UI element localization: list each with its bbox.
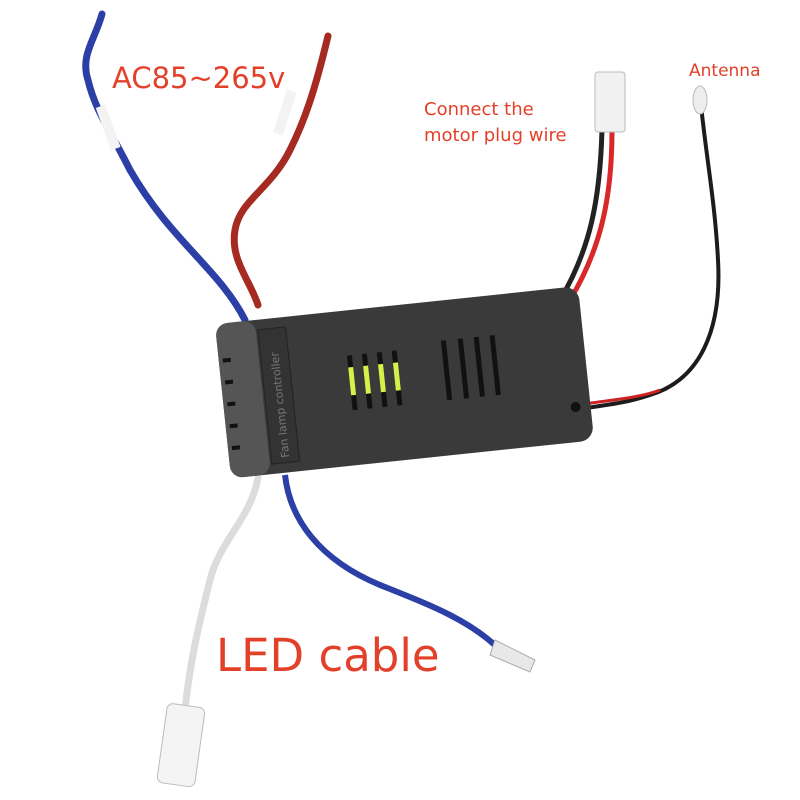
motor-plug-label: Connect the motor plug wire — [424, 97, 567, 149]
controller-body: Fan lamp controller — [216, 287, 593, 478]
blue-led-wire — [282, 474, 503, 653]
motor-black-wire — [557, 129, 605, 302]
blue-wire-sleeve — [95, 104, 121, 151]
blue-power-wire — [82, 10, 249, 324]
red-power-wire — [230, 32, 332, 309]
red-wire-sleeve — [273, 89, 297, 136]
power-input-label: AC85~265v — [112, 61, 286, 95]
motor-label-line1: Connect the — [424, 99, 534, 120]
antenna-label: Antenna — [689, 61, 761, 81]
antenna-wire — [574, 94, 721, 412]
led-indicator-lights — [348, 362, 401, 396]
motor-label-line2: motor plug wire — [424, 125, 567, 146]
motor-plug-connector — [594, 71, 626, 133]
antenna-tip — [692, 85, 708, 115]
motor-red-wire — [567, 129, 615, 302]
led-cable-label: LED cable — [216, 629, 440, 682]
blue-wire-terminal — [489, 639, 536, 673]
led-white-wire — [181, 474, 262, 714]
led-plug — [156, 703, 206, 788]
